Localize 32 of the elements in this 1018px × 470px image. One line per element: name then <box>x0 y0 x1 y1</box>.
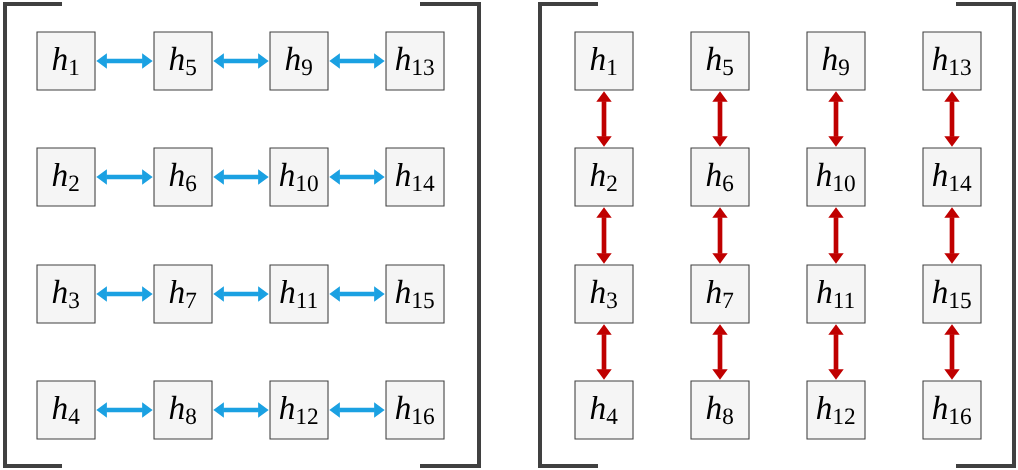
matrix-cell: h$_{8}$ <box>690 380 750 440</box>
matrix-cell: h$_{8}$ <box>153 380 213 440</box>
matrix-cell: h$_{9}$ <box>806 31 866 91</box>
matrix-cell: h$_{4}$ <box>36 380 96 440</box>
matrix-cell: h$_{1}$ <box>574 31 634 91</box>
matrix-cell: h$_{12}$ <box>806 380 866 440</box>
matrix-cell: h$_{11}$ <box>269 264 329 324</box>
matrix-cell: h$_{13}$ <box>385 31 445 91</box>
matrix-cell: h$_{11}$ <box>806 264 866 324</box>
matrix-cell: h$_{3}$ <box>574 264 634 324</box>
matrix-cell: h$_{15}$ <box>385 264 445 324</box>
matrix-cell: h$_{7}$ <box>690 264 750 324</box>
matrix-cell: h$_{15}$ <box>922 264 982 324</box>
matrix-cell: h$_{1}$ <box>36 31 96 91</box>
matrix-cell: h$_{2}$ <box>36 147 96 207</box>
matrix-cell: h$_{4}$ <box>574 380 634 440</box>
matrix-cell: h$_{3}$ <box>36 264 96 324</box>
matrix-cell: h$_{16}$ <box>922 380 982 440</box>
matrix-cell: h$_{2}$ <box>574 147 634 207</box>
matrix-cell: h$_{12}$ <box>269 380 329 440</box>
matrix-cell: h$_{6}$ <box>153 147 213 207</box>
matrix-cell: h$_{14}$ <box>385 147 445 207</box>
matrix-cell: h$_{6}$ <box>690 147 750 207</box>
matrix-cell: h$_{9}$ <box>269 31 329 91</box>
matrix-cell: h$_{7}$ <box>153 264 213 324</box>
matrix-cell: h$_{10}$ <box>269 147 329 207</box>
matrix-cell: h$_{13}$ <box>922 31 982 91</box>
matrix-cell: h$_{14}$ <box>922 147 982 207</box>
matrix-cell: h$_{10}$ <box>806 147 866 207</box>
matrix-cell: h$_{5}$ <box>690 31 750 91</box>
matrix-cell: h$_{16}$ <box>385 380 445 440</box>
matrix-cell: h$_{5}$ <box>153 31 213 91</box>
